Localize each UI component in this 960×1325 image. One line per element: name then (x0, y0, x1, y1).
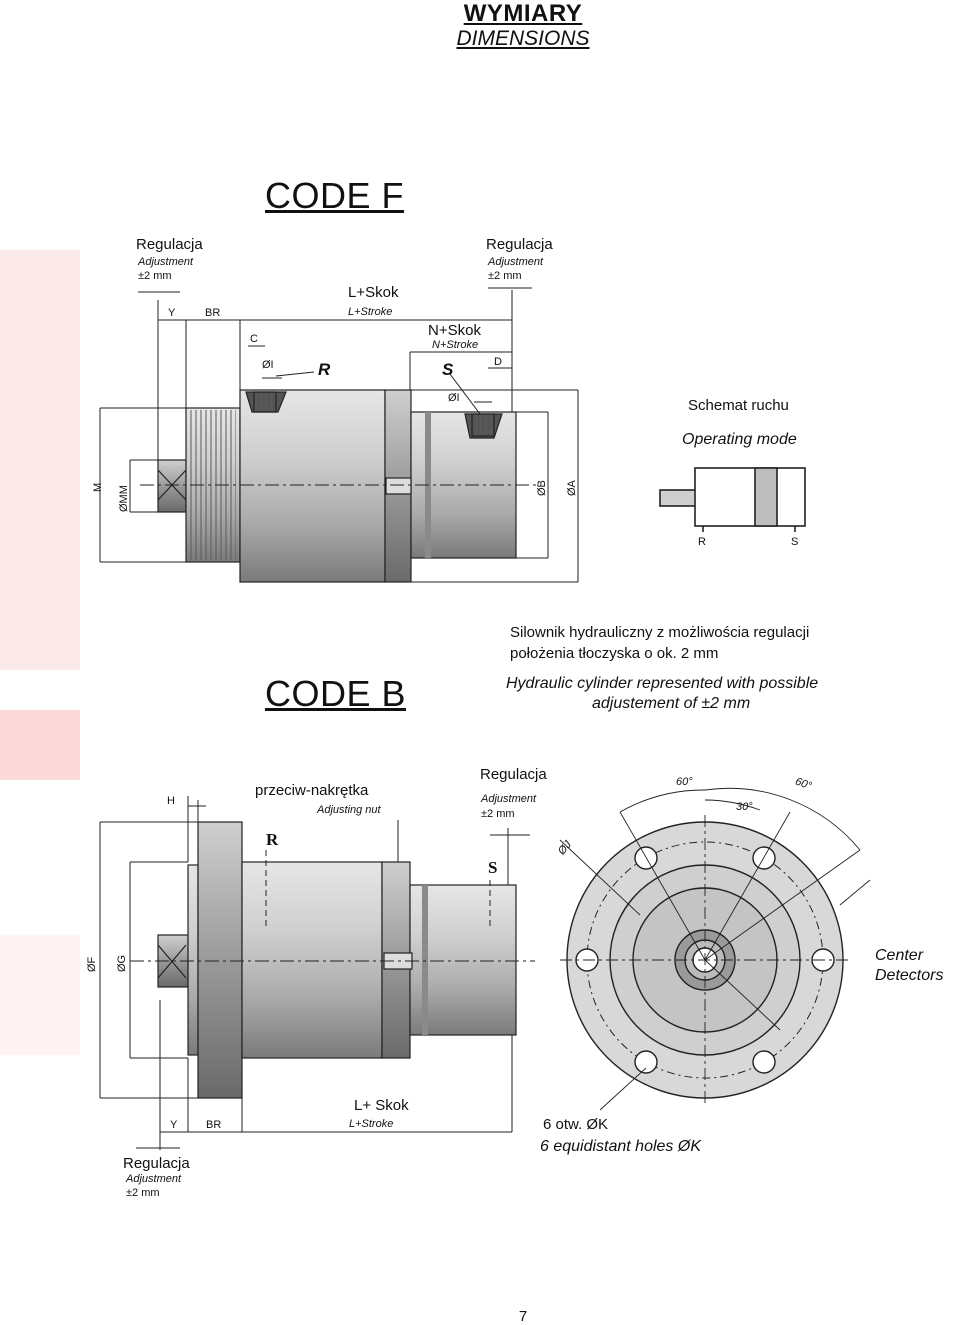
code-b-cylinder (157, 821, 517, 1099)
code-b-dim-h: H (167, 795, 175, 807)
operating-mode-schematic (659, 467, 806, 532)
code-f-body (239, 389, 386, 583)
flange-detectors: Detectors (875, 967, 944, 984)
code-b-reg-bottom-label: Regulacja (123, 1155, 190, 1172)
code-b-dim-g: ØG (116, 954, 128, 972)
flange-angle-1: 60° (676, 776, 693, 788)
code-b-reg-bottom-en: Adjustment (126, 1173, 182, 1185)
page-title: WYMIARY (463, 0, 583, 27)
watermark-left (0, 250, 80, 1055)
code-f-dim-i1: ØI (262, 359, 274, 371)
code-f-l-stroke: L+Skok (348, 284, 399, 301)
flange-holes-pl: 6 otw. ØK (543, 1116, 609, 1133)
code-f-rod-end (157, 459, 187, 513)
page-subtitle: DIMENSIONS (456, 27, 590, 50)
code-f-dimension-lines (99, 287, 579, 583)
flange-construction-lines (559, 787, 871, 1111)
code-f-reg-left-value: ±2 mm (138, 270, 172, 282)
schema-title-en: Operating mode (682, 431, 797, 448)
schema-s: S (791, 536, 799, 548)
code-b-dim-y: Y (170, 1119, 178, 1131)
caption-pl-2: położenia tłoczyska o ok. 2 mm (510, 645, 719, 662)
schema-r: R (698, 536, 706, 548)
code-f-dim-y: Y (168, 307, 176, 319)
flange-center: Center (875, 947, 924, 964)
code-b-reg-top-label: Regulacja (480, 766, 547, 783)
code-b-l-stroke-en: L+Stroke (349, 1118, 394, 1130)
page-number: 7 (518, 1308, 528, 1325)
code-b-reg-top-en: Adjustment (481, 793, 537, 805)
code-f-dim-d: D (494, 356, 502, 368)
code-f-dim-mm: ØMM (118, 485, 130, 512)
code-b-l-stroke: L+ Skok (354, 1097, 409, 1114)
code-f-dim-s: S (442, 360, 454, 379)
code-b-title: CODE B (265, 673, 407, 714)
code-f-title: CODE F (265, 175, 405, 216)
code-f-reg-right-label: Regulacja (486, 236, 553, 253)
code-f-dim-r: R (318, 360, 331, 379)
code-f-n-stroke-en: N+Stroke (432, 339, 479, 351)
code-b-nut-en: Adjusting nut (317, 804, 381, 816)
code-f-dim-br: BR (205, 307, 221, 319)
code-b-body (241, 861, 383, 1059)
code-f-l-stroke-en: L+Stroke (348, 306, 393, 318)
code-f-dim-m: M (92, 482, 104, 492)
flange-angle-3: 30° (736, 801, 753, 813)
code-f-dim-b: ØB (536, 480, 548, 496)
code-b-reg-bottom-value: ±2 mm (126, 1187, 160, 1199)
code-f-dim-a: ØA (566, 480, 578, 496)
schema-title: Schemat ruchu (688, 397, 789, 414)
code-f-dim-i2: ØI (448, 392, 460, 404)
code-b-reg-top-value: ±2 mm (481, 808, 515, 820)
code-b-nut: przeciw-nakrętka (255, 782, 369, 799)
flange-holes-en: 6 equidistant holes ØK (540, 1138, 701, 1155)
code-b-dim-r: R (266, 830, 279, 849)
code-f-reg-left-en: Adjustment (138, 256, 194, 268)
code-f-cylinder (157, 389, 517, 583)
code-b-flange (197, 821, 243, 1099)
caption-en-1: Hydraulic cylinder represented with poss… (506, 675, 819, 692)
code-f-n-stroke: N+Skok (428, 322, 481, 339)
code-f-reg-right-value: ±2 mm (488, 270, 522, 282)
code-f-reg-left-label: Regulacja (136, 236, 203, 253)
code-b-dim-s: S (488, 858, 498, 877)
code-b-dim-f: ØF (86, 956, 98, 972)
code-b-dimension-lines (99, 796, 530, 1150)
code-f-dim-c: C (250, 333, 258, 345)
code-b-dim-br: BR (206, 1119, 222, 1131)
caption-pl-1: Silownik hydrauliczny z możliwościa regu… (510, 624, 810, 641)
code-f-reg-right-en: Adjustment (488, 256, 544, 268)
caption-en-2: adjustement of ±2 mm (592, 695, 751, 712)
